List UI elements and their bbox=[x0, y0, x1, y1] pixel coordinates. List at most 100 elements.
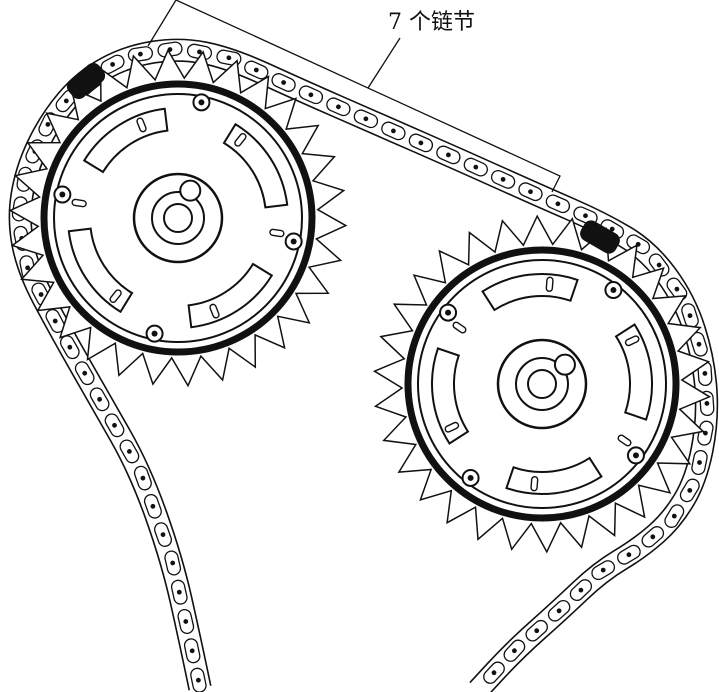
chain-link-pin bbox=[189, 648, 195, 654]
phaser-bolt-center bbox=[59, 191, 66, 198]
chain-link bbox=[545, 194, 571, 214]
central-bolt bbox=[527, 369, 557, 399]
vane-chamber bbox=[431, 347, 470, 445]
chain-link-pin bbox=[253, 67, 259, 73]
chain-link bbox=[463, 157, 488, 177]
chain-link-pin bbox=[600, 567, 606, 573]
chain-link-pin bbox=[674, 286, 680, 292]
chain-link bbox=[55, 89, 78, 113]
marked-link-left bbox=[66, 62, 106, 100]
chain-link bbox=[271, 73, 296, 92]
chain-link bbox=[74, 361, 95, 386]
chain-link-pin bbox=[195, 677, 201, 683]
chain-link-pin bbox=[626, 552, 632, 558]
chain-link-pin bbox=[38, 292, 44, 297]
chain-link bbox=[127, 46, 153, 63]
chain-link-pin bbox=[137, 51, 143, 57]
vane-chamber bbox=[481, 273, 579, 312]
phaser-bolt-center bbox=[151, 330, 158, 337]
chain-link-pin bbox=[650, 534, 656, 540]
chain-link bbox=[326, 97, 351, 117]
vane-chamber bbox=[614, 323, 653, 421]
chain-link bbox=[436, 145, 461, 165]
chain-link bbox=[626, 234, 651, 255]
chain-link bbox=[617, 544, 641, 565]
phaser-bolt-center bbox=[290, 238, 297, 245]
chain-link-pin bbox=[25, 265, 31, 271]
chain-link bbox=[525, 619, 548, 642]
locating-pin bbox=[553, 353, 576, 376]
vane-chamber bbox=[82, 107, 169, 174]
bracket-leader bbox=[367, 37, 401, 89]
chain-link bbox=[183, 638, 201, 664]
chain-inner-edge bbox=[8, 38, 719, 692]
chain-link-pin bbox=[176, 589, 182, 595]
oil-slot bbox=[109, 289, 122, 303]
chain-link bbox=[154, 522, 172, 547]
chain-link bbox=[641, 526, 665, 548]
phaser-bolt-center bbox=[467, 474, 474, 481]
chain-link-pin bbox=[656, 262, 662, 268]
chain-link-bracket bbox=[147, 0, 561, 193]
chain-link-pin bbox=[696, 341, 702, 347]
chain-link-pin bbox=[335, 104, 341, 110]
marked-chain-links bbox=[66, 62, 620, 254]
chain-link bbox=[133, 465, 152, 491]
chain-link bbox=[298, 85, 324, 105]
chain-link bbox=[216, 49, 242, 67]
chain-link-pin bbox=[534, 628, 540, 634]
chain-link bbox=[190, 667, 207, 692]
exhaust-camshaft-sprocket bbox=[372, 214, 712, 554]
vane-chamber bbox=[222, 122, 289, 209]
chain-link bbox=[119, 439, 140, 464]
chain-link-pin bbox=[140, 475, 146, 481]
oil-slot bbox=[234, 133, 247, 147]
chain-link-pin bbox=[687, 313, 693, 319]
chain-link-pin bbox=[67, 344, 73, 350]
chain-link bbox=[177, 608, 195, 635]
chain-link bbox=[353, 109, 379, 129]
chain-link-pin bbox=[687, 487, 693, 493]
oil-slot bbox=[617, 434, 632, 447]
phaser-bolt-center bbox=[610, 287, 617, 294]
chain-link-pin bbox=[82, 370, 88, 376]
chain-link bbox=[89, 387, 110, 412]
chain-link bbox=[408, 133, 434, 153]
chain-link-pin bbox=[473, 164, 479, 170]
chain-link bbox=[483, 661, 505, 684]
phaser-bolt-center bbox=[632, 452, 639, 459]
chain-link-pin bbox=[512, 648, 517, 654]
sprocket-rim bbox=[404, 246, 680, 522]
vane-chamber bbox=[187, 262, 274, 329]
chain-link bbox=[679, 478, 700, 503]
vane-chamber bbox=[505, 456, 603, 495]
chain-link-pin bbox=[671, 513, 677, 519]
chain-link-pin bbox=[528, 189, 533, 195]
chain-link-pin bbox=[183, 619, 189, 624]
chain-link-pin bbox=[160, 532, 166, 537]
chain-link bbox=[45, 308, 65, 334]
chain-link-pin bbox=[150, 503, 156, 509]
chain-link-pin bbox=[500, 176, 506, 182]
vane-chamber bbox=[67, 227, 134, 314]
phaser-bolt-center bbox=[445, 309, 452, 316]
chain-link-pin bbox=[281, 80, 287, 85]
phaser-bolt-center bbox=[198, 99, 205, 106]
chain-link-pin bbox=[97, 396, 102, 402]
chain-link bbox=[490, 169, 516, 189]
chain-link-pin bbox=[63, 98, 69, 104]
sprocket-rim bbox=[40, 80, 316, 356]
chain-link bbox=[170, 579, 188, 605]
oil-slot bbox=[71, 198, 87, 208]
marked-link-right bbox=[580, 220, 620, 254]
chain-link-pin bbox=[556, 608, 562, 614]
chain-link bbox=[697, 420, 714, 446]
chain-link-pin bbox=[226, 55, 232, 61]
chain-link-pin bbox=[126, 448, 132, 454]
chain-link bbox=[664, 504, 685, 528]
chain-link-pin bbox=[697, 460, 702, 465]
chain-link bbox=[244, 60, 269, 80]
chain-link-pin bbox=[110, 62, 115, 67]
chain-link-pin bbox=[555, 201, 561, 207]
chain-link-pin bbox=[609, 226, 615, 232]
